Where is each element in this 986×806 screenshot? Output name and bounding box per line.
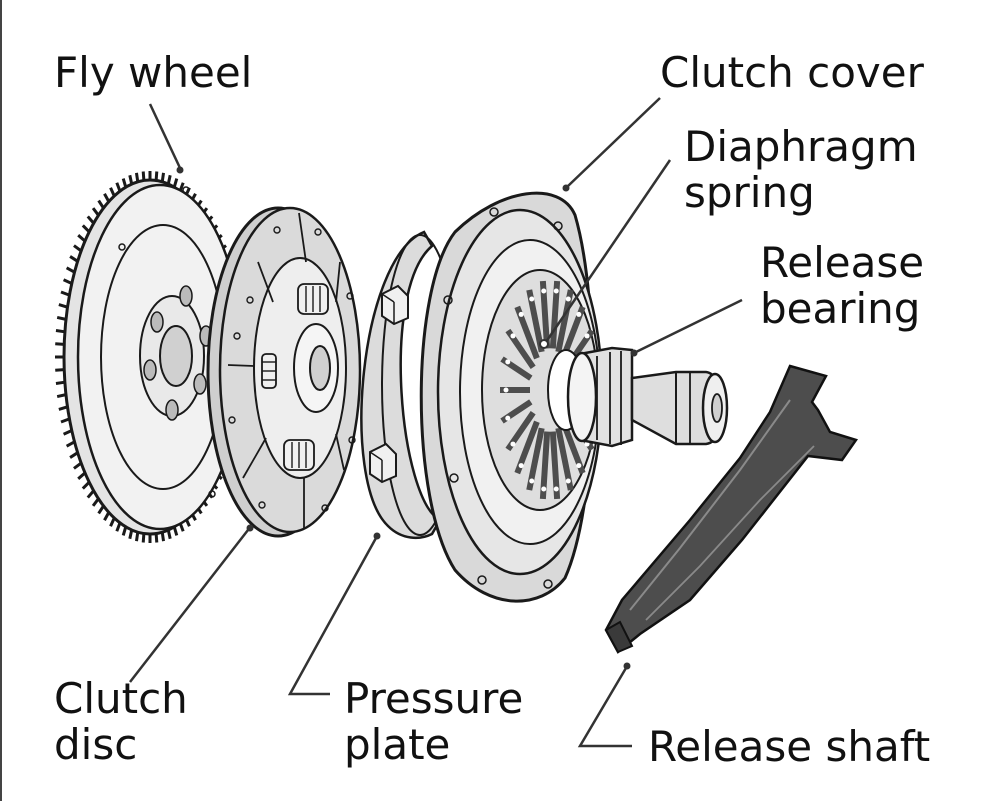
label-clutch-cover-text: Clutch cover bbox=[660, 48, 924, 97]
label-release-bearing-line1: Release bbox=[760, 238, 925, 287]
pressure-plate-lug-lower bbox=[369, 442, 397, 484]
diaphragm-finger-hole bbox=[565, 478, 571, 484]
leader-clutch-cover-dot bbox=[562, 184, 570, 192]
label-diaphragm-spring-line1: Diaphragm bbox=[684, 122, 918, 171]
diaphragm-spring bbox=[500, 280, 600, 500]
diaphragm-finger-hole bbox=[576, 463, 582, 469]
label-pressure-plate-line1: Pressure bbox=[344, 674, 524, 723]
leader-release-bearing bbox=[635, 298, 743, 354]
diaphragm-finger-hole bbox=[541, 288, 547, 294]
diaphragm-finger-hole bbox=[503, 387, 509, 393]
release-shaft-rib bbox=[645, 445, 815, 621]
label-clutch-cover: Clutch cover bbox=[660, 50, 924, 96]
leader-pressure-plate bbox=[287, 537, 378, 696]
leader-clutch-disc-dot bbox=[246, 524, 254, 532]
leader-pressure-plate-dot bbox=[373, 532, 381, 540]
flywheel-rim-hole bbox=[182, 186, 190, 194]
leader-flywheel bbox=[148, 103, 182, 169]
label-clutch-disc-line2: disc bbox=[54, 720, 138, 769]
leader-flywheel-dot bbox=[176, 166, 184, 174]
label-flywheel: Fly wheel bbox=[54, 50, 252, 96]
release-bearing-face bbox=[566, 351, 598, 443]
clutch-disc-hub bbox=[309, 345, 331, 391]
flywheel-bolt-hole bbox=[165, 399, 179, 421]
diaphragm-finger-hole bbox=[584, 333, 590, 339]
clutch-disc-segment bbox=[335, 433, 345, 471]
label-release-bearing: Release bearing bbox=[760, 240, 924, 332]
clutch-cover-bolt-holes bbox=[443, 207, 563, 589]
diaphragm-finger-hole bbox=[565, 296, 571, 302]
leader-clutch-disc bbox=[129, 529, 249, 683]
release-shaft-tip bbox=[604, 620, 634, 654]
diaphragm-finger-hole bbox=[553, 486, 559, 492]
label-release-shaft: Release shaft bbox=[648, 724, 930, 770]
label-release-bearing-line2: bearing bbox=[760, 284, 921, 333]
damper-spring-lower bbox=[283, 439, 315, 471]
diaphragm-finger-hole bbox=[541, 486, 547, 492]
leader-release-shaft bbox=[577, 667, 632, 748]
leader-lines bbox=[129, 97, 743, 748]
flywheel-bolt-hole bbox=[179, 285, 193, 307]
flywheel-rim-hole bbox=[118, 243, 126, 251]
flywheel-bolt-hole bbox=[193, 373, 207, 395]
label-diaphragm-spring-line2: spring bbox=[684, 168, 815, 217]
diaphragm-finger-hole bbox=[576, 311, 582, 317]
flywheel-hub bbox=[159, 325, 193, 387]
diaphragm-finger-hole bbox=[529, 296, 535, 302]
clutch-disc-segment bbox=[242, 437, 267, 479]
leader-diaphragm-spring bbox=[544, 159, 672, 343]
diaphragm-finger-hole bbox=[505, 359, 511, 365]
label-clutch-disc-line1: Clutch bbox=[54, 674, 188, 723]
leader-release-shaft-dot bbox=[623, 662, 631, 670]
leader-diaphragm-spring-dot bbox=[539, 339, 549, 349]
flywheel-bolt-hole bbox=[143, 359, 157, 381]
label-pressure-plate-line2: plate bbox=[344, 720, 451, 769]
diaphragm-finger-hole bbox=[510, 333, 516, 339]
clutch-disc-rivets bbox=[228, 226, 356, 512]
label-diaphragm-spring: Diaphragm spring bbox=[684, 124, 918, 216]
flywheel-bolt-hole bbox=[150, 311, 164, 333]
clutch-disc-segment bbox=[335, 261, 341, 303]
diaphragm-finger-hole bbox=[510, 441, 516, 447]
clutch-disc-part bbox=[206, 206, 362, 538]
label-flywheel-text: Fly wheel bbox=[54, 48, 253, 97]
diaphragm-finger-hole bbox=[553, 288, 559, 294]
pressure-plate-part bbox=[360, 230, 459, 540]
diaphragm-finger-hole bbox=[529, 478, 535, 484]
clutch-disc-segment bbox=[298, 212, 307, 263]
diaphragm-finger-hole bbox=[518, 311, 524, 317]
pressure-plate-lug-upper bbox=[381, 284, 409, 326]
label-pressure-plate: Pressure plate bbox=[344, 676, 523, 768]
clutch-disc-segment bbox=[227, 364, 255, 367]
diaphragm-finger-hole bbox=[518, 463, 524, 469]
leader-release-bearing-dot bbox=[630, 349, 638, 357]
release-shaft-body bbox=[604, 364, 859, 654]
diaphragm-finger-hole bbox=[505, 415, 511, 421]
release-shaft-part bbox=[604, 364, 859, 654]
release-bearing-part bbox=[566, 346, 729, 448]
release-shaft-rib bbox=[629, 399, 791, 611]
flywheel-rim-hole bbox=[208, 490, 216, 498]
label-clutch-disc: Clutch disc bbox=[54, 676, 188, 768]
leader-clutch-cover bbox=[567, 97, 661, 187]
flywheel-part bbox=[55, 171, 245, 543]
label-release-shaft-text: Release shaft bbox=[648, 722, 931, 771]
damper-spring-left bbox=[261, 353, 277, 389]
clutch-disc-segment bbox=[257, 261, 274, 303]
damper-spring-upper bbox=[297, 283, 329, 315]
release-bearing-bore bbox=[711, 393, 723, 423]
